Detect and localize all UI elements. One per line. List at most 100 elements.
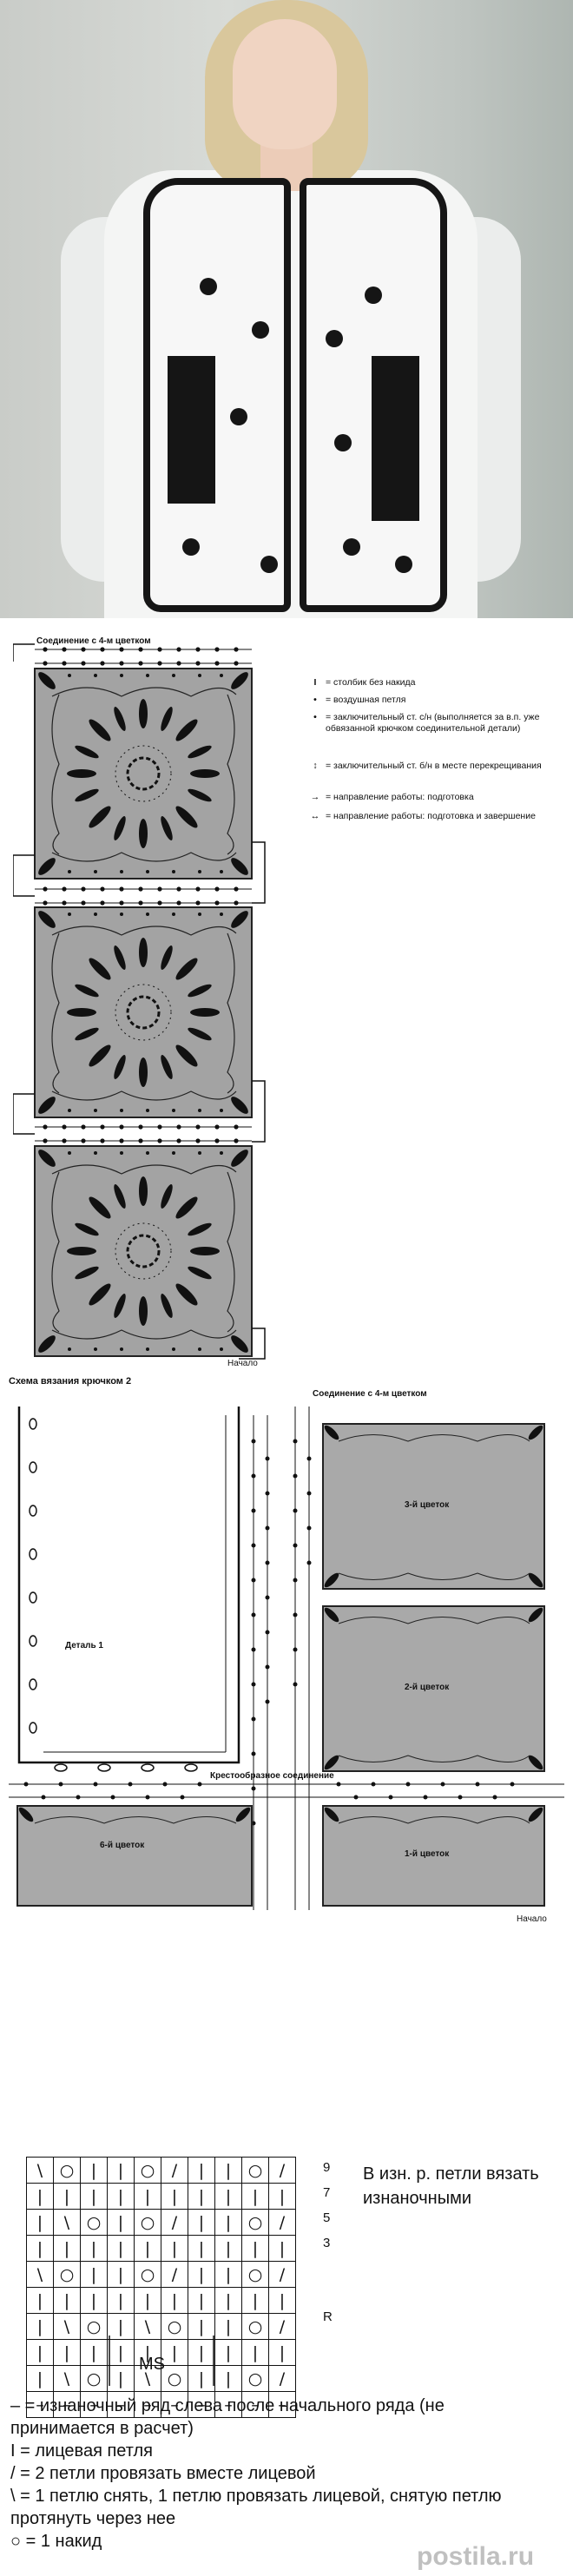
chart-cell: ○ [134,2261,161,2288]
chart-cell: | [268,2235,296,2262]
flower-6-label: 6-й цветок [100,1841,145,1850]
slip-stitch-join-icon: • [313,712,317,722]
watermark-logo: postila.ru [417,2542,535,2571]
chart-row: –––––––––– [26,2391,296,2418]
row-number-7: 7 [323,2185,331,2200]
chart-row: |||||||||| [26,2235,296,2262]
part-1-label: Деталь 1 [65,1641,103,1650]
chart-cell: | [268,2287,296,2314]
chart-cell: | [188,2209,215,2236]
repeat-label: MS [139,2355,165,2374]
chart-cell: | [188,2287,215,2314]
chart-cell: | [134,2287,161,2314]
legend-item-single-crochet: I = столбик без накида [314,677,543,688]
arrow-both-icon: ↔ [310,811,320,821]
chart-cell: ○ [241,2365,269,2392]
row-number-r: R [323,2309,333,2324]
chart-cell: ○ [161,2365,188,2392]
chart-cell: | [26,2183,54,2210]
chart-cell: / [268,2313,296,2340]
chart-cell: ○ [241,2313,269,2340]
chart-cell: | [107,2157,135,2184]
chart-cell: ○ [134,2157,161,2184]
chart-cell: | [80,2287,108,2314]
crossing-join-icon: ↕ [313,761,318,771]
legend-item-direction-prep: → = направление работы: подготовка [311,792,543,803]
chart-cell: \ [134,2313,161,2340]
chart-cell: | [107,2365,135,2392]
legend-item-direction-finish: ↔ = направление работы: подготовка и зав… [311,811,543,822]
cross-join-label: Крестообразное соединение [210,1771,334,1781]
join-4th-flower-label: Соединение с 4-м цветком [36,636,151,646]
chart-row: |||||||||| [26,2183,296,2210]
wrong-side-note: В изн. р. петли вязать изнаночными [363,2164,539,2208]
chart-cell: \ [53,2209,81,2236]
chart-cell: | [214,2235,242,2262]
flower-2-label: 2-й цветок [405,1683,450,1692]
chart-cell: – [268,2391,296,2418]
chart-cell: | [26,2235,54,2262]
chart-cell: | [26,2287,54,2314]
chart-cell: | [80,2235,108,2262]
motif-stack-svg [13,643,266,1360]
chart-cell: ○ [80,2313,108,2340]
join-4th-flower-label-2: Соединение с 4-м цветком [313,1389,427,1399]
chart-cell: / [268,2261,296,2288]
chart-cell: ○ [80,2209,108,2236]
chart-cell: ○ [134,2209,161,2236]
chart-cell: | [214,2183,242,2210]
chart-cell: ○ [53,2157,81,2184]
knit-legend-k2tog: / = 2 петли провязать вместе лицевой [10,2464,316,2483]
chart-cell: – [188,2391,215,2418]
assembly-svg [9,1407,564,1910]
row-number-3: 3 [323,2236,331,2250]
knit-legend-skp: \ = 1 петлю снять, 1 петлю провязать лиц… [10,2487,502,2528]
repeat-bracket [109,2336,214,2386]
legend-item-final-join: • = заключительный ст. с/н (выполняется … [313,712,543,735]
chart-cell: – [214,2391,242,2418]
chart-cell: | [26,2209,54,2236]
vest-black-panel-right [372,356,419,521]
chart-cell: | [26,2365,54,2392]
chart-row: |\○|○/||○/ [26,2209,296,2236]
chart-cell: | [80,2183,108,2210]
chart-row: |||||||||| [26,2287,296,2314]
chart-cell: ○ [80,2365,108,2392]
knit-legend-purl-row: – = изнаночный ряд слева после начальног… [10,2396,445,2438]
start-label-2: Начало [517,1914,547,1924]
chart-cell: | [188,2183,215,2210]
chart-cell: ○ [241,2209,269,2236]
chart-cell: | [161,2183,188,2210]
chart-cell: | [80,2157,108,2184]
chart-cell: | [268,2339,296,2366]
knit-legend-knit: I = лицевая петля [10,2441,153,2461]
chart-cell: | [188,2235,215,2262]
chart-row: |||||||||| [26,2339,296,2366]
chart-cell: | [214,2261,242,2288]
arrow-right-icon: → [310,792,320,802]
chart-cell: | [53,2287,81,2314]
chart-cell: | [134,2183,161,2210]
chart-cell: | [214,2157,242,2184]
chart-cell: | [241,2287,269,2314]
chart-cell: / [161,2157,188,2184]
chart-cell: | [80,2261,108,2288]
flower-3-label: 3-й цветок [405,1500,450,1510]
knit-legend-yarn-over: ○ = 1 накид [10,2532,102,2551]
chart-cell: | [214,2313,242,2340]
single-crochet-icon: I [313,677,317,688]
chart-cell: | [188,2339,215,2366]
chart-cell: ○ [53,2261,81,2288]
chart-cell: | [107,2235,135,2262]
chart-cell: | [188,2261,215,2288]
chart-cell: – [53,2391,81,2418]
knitting-chart-grid: \○||○/||○/|||||||||||\○|○/||○/||||||||||… [26,2157,296,2418]
chart-cell: ○ [241,2157,269,2184]
chart-row: \○||○/||○/ [26,2261,296,2288]
chart-cell: | [214,2339,242,2366]
chart-cell: | [188,2157,215,2184]
model-photo [0,0,573,618]
chart-row: \○||○/||○/ [26,2157,296,2184]
chart-cell: | [161,2235,188,2262]
chart-cell: / [161,2209,188,2236]
